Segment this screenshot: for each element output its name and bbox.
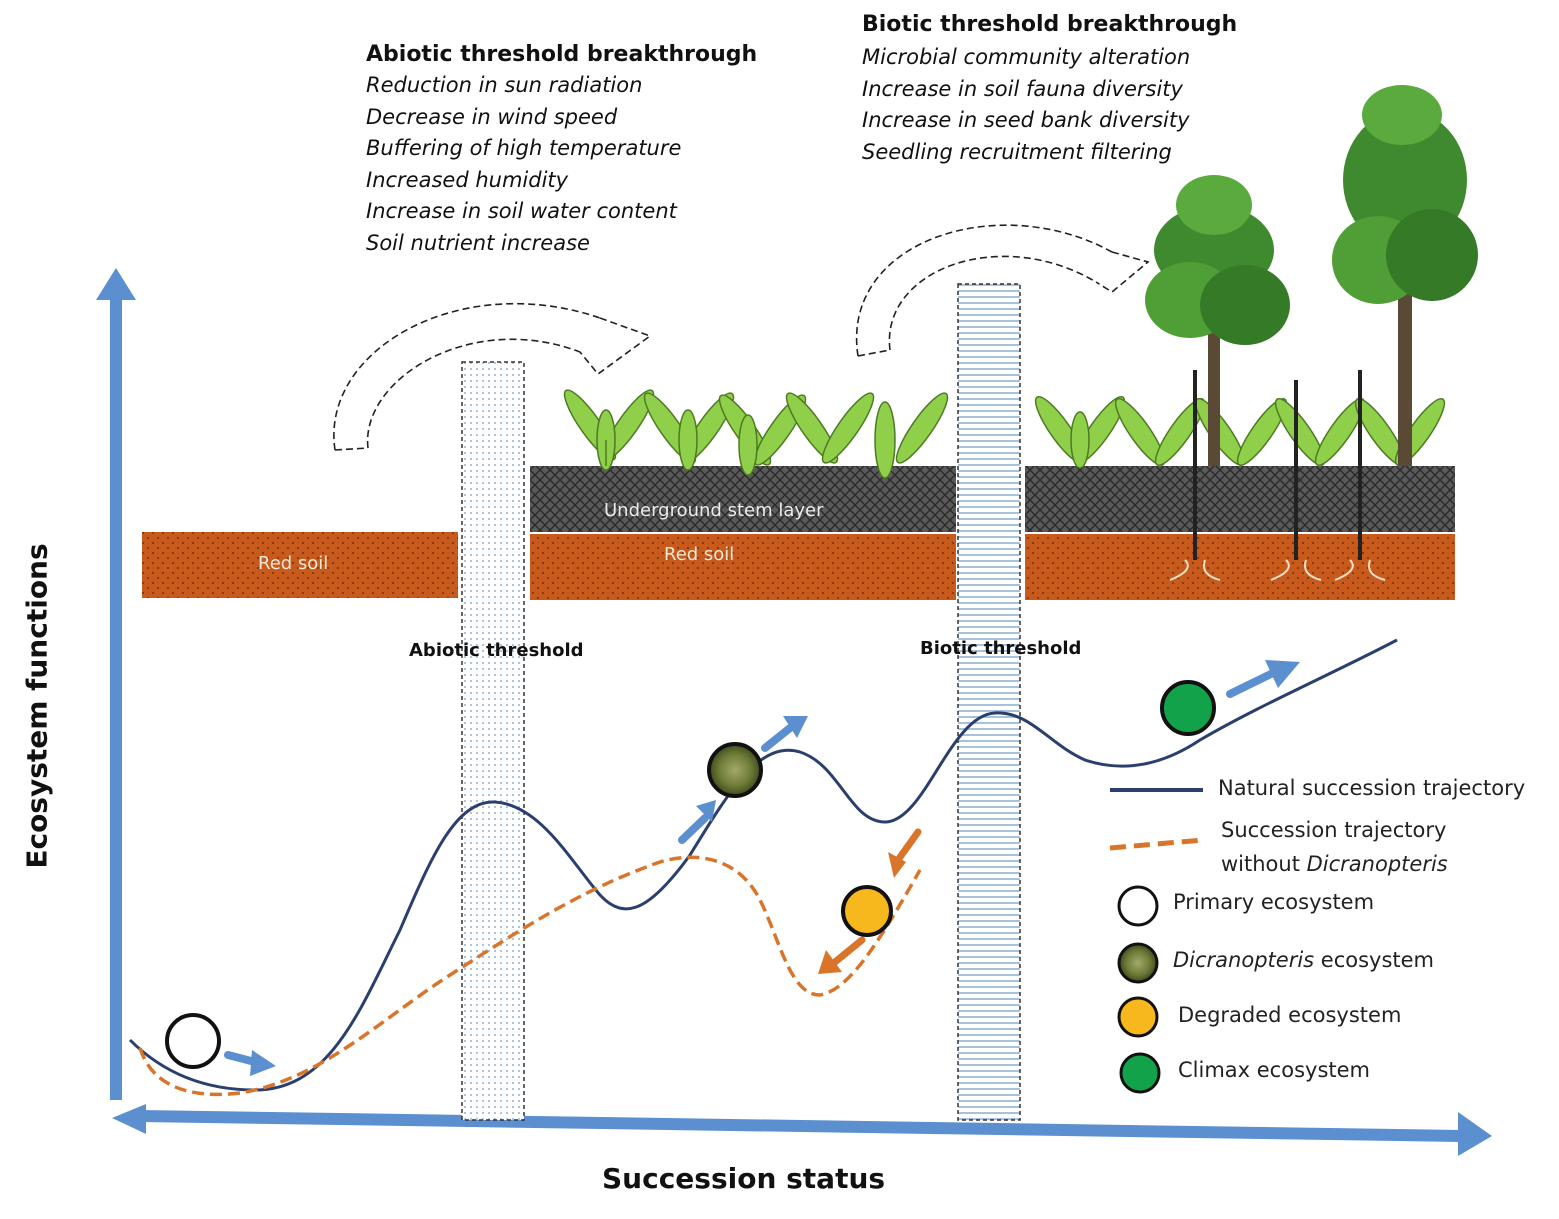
- degraded-ecosystem-ball: [841, 885, 893, 937]
- orange-motion-arrows: [818, 828, 922, 974]
- fern-row-middle: [563, 389, 949, 479]
- legend-dicranopteris-ball: [1117, 942, 1159, 984]
- biotic-threshold-column: [957, 283, 1021, 1121]
- soil-block-1: [142, 532, 458, 598]
- legend-dicranopteris-suffix: ecosystem: [1314, 948, 1435, 972]
- y-axis: [96, 268, 136, 1100]
- abiotic-item: Increased humidity: [366, 167, 569, 192]
- red-soil-label-1: Red soil: [258, 553, 329, 574]
- seedlings: [1169, 370, 1386, 581]
- climax-ecosystem-ball: [1160, 680, 1216, 736]
- red-soil-label-2: Red soil: [664, 544, 735, 565]
- dicranopteris-ecosystem-ball: [707, 742, 763, 798]
- abiotic-curved-arrow: [333, 302, 652, 451]
- stem-layer-label: Underground stem layer: [604, 500, 824, 521]
- abiotic-item: Decrease in wind speed: [366, 104, 618, 129]
- soil-block-3: [1025, 466, 1455, 600]
- abiotic-list: Reduction in sun radiation Decrease in w…: [366, 70, 681, 259]
- legend-natural-label: Natural succession trajectory: [1218, 776, 1526, 800]
- tree-left: [1145, 175, 1290, 466]
- without-dicranopteris-line: [138, 855, 922, 1097]
- biotic-heading: Biotic threshold breakthrough: [862, 12, 1238, 37]
- legend-without-prefix: without: [1221, 852, 1307, 876]
- legend-without-swatch: [1109, 837, 1204, 851]
- abiotic-item: Buffering of high temperature: [366, 136, 682, 160]
- abiotic-item: Soil nutrient increase: [366, 230, 590, 255]
- legend-degraded-ball: [1117, 996, 1159, 1038]
- biotic-curved-arrow: [855, 224, 1150, 357]
- legend-without-label-line1: Succession trajectory: [1221, 818, 1447, 842]
- legend-dicranopteris-label: Dicranopteris ecosystem: [1173, 948, 1434, 972]
- abiotic-heading: Abiotic threshold breakthrough: [366, 42, 758, 67]
- abiotic-item: Increase in soil water content: [366, 199, 677, 223]
- soil-block-2: [530, 466, 956, 600]
- legend-climax-label: Climax ecosystem: [1178, 1058, 1370, 1082]
- legend-without-label-line2: without Dicranopteris: [1221, 852, 1448, 876]
- motion-arrows: [224, 660, 1300, 1076]
- biotic-item: Microbial community alteration: [862, 45, 1191, 69]
- x-axis-title: Succession status: [602, 1162, 886, 1195]
- legend-primary-label: Primary ecosystem: [1173, 890, 1375, 914]
- biotic-item: Increase in soil fauna diversity: [862, 76, 1183, 101]
- legend-without-italic: Dicranopteris: [1306, 852, 1448, 876]
- legend-climax-ball: [1119, 1052, 1161, 1094]
- legend-degraded-label: Degraded ecosystem: [1178, 1003, 1402, 1027]
- y-axis-title: Ecosystem functions: [20, 543, 54, 869]
- abiotic-threshold-column: [461, 361, 525, 1121]
- abiotic-item: Reduction in sun radiation: [366, 73, 643, 97]
- x-axis: [112, 1104, 1492, 1156]
- primary-ecosystem-ball: [165, 1013, 221, 1069]
- abiotic-threshold-label: Abiotic threshold: [409, 640, 584, 661]
- fern-row-right: [1034, 395, 1446, 469]
- biotic-item: Increase in seed bank diversity: [862, 108, 1190, 132]
- legend-dicranopteris-italic: Dicranopteris: [1173, 948, 1315, 972]
- biotic-list: Microbial community alteration Increase …: [862, 42, 1190, 168]
- biotic-item: Seedling recruitment filtering: [862, 139, 1172, 164]
- biotic-threshold-label: Biotic threshold: [920, 638, 1082, 659]
- tree-right: [1332, 85, 1478, 466]
- legend-primary-ball: [1117, 885, 1159, 927]
